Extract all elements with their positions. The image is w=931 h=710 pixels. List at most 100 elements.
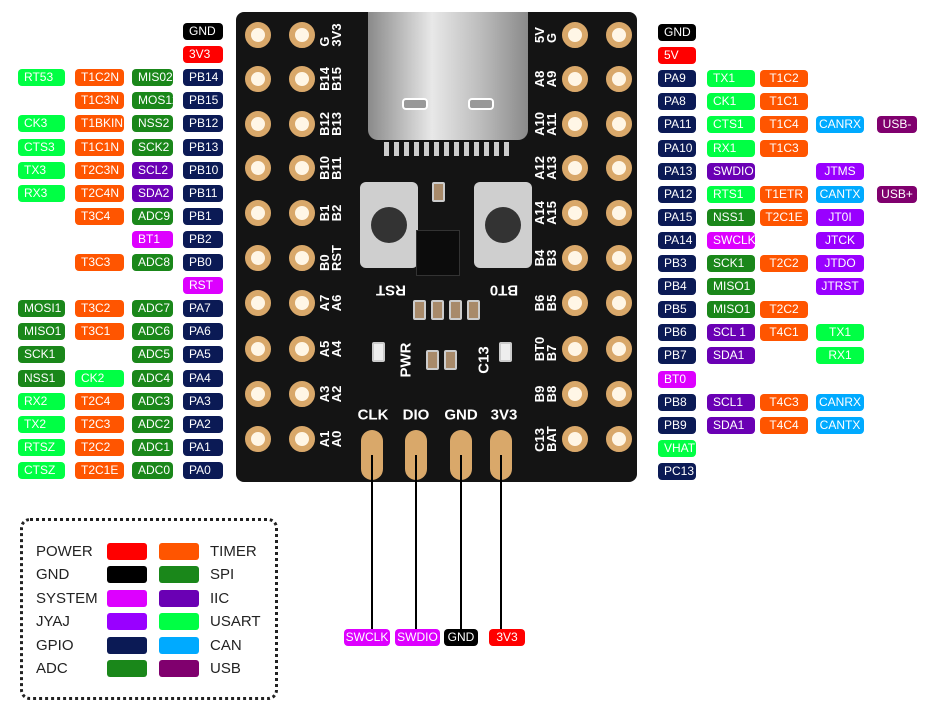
pin-hole: [245, 22, 271, 48]
c13-label: C13: [475, 346, 493, 374]
pin-hole: [606, 66, 632, 92]
pin-label-gpio: PA14: [658, 231, 696, 249]
rst-label: RST: [376, 281, 406, 299]
pin-label-timer: T3C1: [75, 323, 124, 341]
pin-label-spi: SCK2: [132, 138, 173, 156]
pin-label-timer: T2C3N: [75, 161, 124, 179]
reset-button: [360, 182, 418, 268]
pin-label-timer: T2C1E: [760, 208, 808, 226]
pin-label-timer: T1ETR: [760, 185, 808, 203]
pin-label-adc: ADC6: [132, 323, 173, 341]
pin-label-timer: T1C2: [760, 70, 808, 88]
3v3-wire: [500, 455, 502, 629]
pin-label-gpio: PA6: [183, 323, 223, 341]
pin-label-gpio: PA8: [658, 93, 696, 111]
pin-hole: [289, 155, 315, 181]
pin-label-usart: CTS3: [18, 138, 65, 156]
pin-label-gpio: PB13: [183, 138, 223, 156]
smd-component: [413, 300, 426, 320]
pin-hole: [289, 200, 315, 226]
pin-label-timer: T2C3: [75, 415, 124, 433]
pin-label-gpio: PB4: [658, 278, 696, 296]
pin-label-gpio: PB5: [658, 301, 696, 319]
pin-label-timer: T2C2: [75, 438, 124, 456]
pin-label-usart: CK1: [707, 93, 755, 111]
pin-label-iic: SWDIO: [707, 162, 755, 180]
pin-hole: [606, 22, 632, 48]
legend-label-usart: USART: [210, 613, 261, 631]
pin-hole: [606, 426, 632, 452]
pin-label-adc: ADC7: [132, 300, 173, 318]
pin-label-spi: NSS1: [18, 369, 65, 387]
pin-label-spi: SCK1: [18, 346, 65, 364]
regulator-chip: [416, 230, 460, 276]
gnd-wire: [460, 455, 462, 629]
usb-c-connector: [368, 12, 528, 140]
pin-label-gnd: GND: [444, 629, 478, 646]
pin-label-system: SWDIO: [395, 629, 440, 646]
legend-swatch-can: [159, 636, 199, 654]
pin-label-gpio: PB7: [658, 347, 696, 365]
legend-swatch-jyaj: [107, 613, 147, 631]
pin-label-spi: MOSI1: [18, 300, 65, 318]
pin-label-adc: ADC0: [132, 461, 173, 479]
pin-hole: [562, 66, 588, 92]
pin-label-adc: ADC1: [132, 438, 173, 456]
swclk-wire: [371, 455, 373, 629]
pin-hole: [606, 111, 632, 137]
dio-pad-label: DIO: [402, 406, 430, 424]
pin-label-gpio: PA11: [658, 116, 696, 134]
pin-label-usart: CTS1: [707, 116, 755, 134]
pin-hole: [606, 200, 632, 226]
pwr-led: [372, 342, 385, 362]
pin-label-timer: T2C2: [760, 255, 808, 272]
pin-label-adc: ADC3: [132, 392, 173, 410]
pin-label-iic: SDA2: [132, 184, 173, 202]
legend-label-gpio: GPIO: [36, 636, 74, 654]
usb-c-pins: [384, 142, 514, 156]
pin-hole: [245, 336, 271, 362]
pin-hole: [562, 336, 588, 362]
legend-label-timer: TIMER: [210, 543, 257, 560]
pin-label-spi: MISO1: [707, 278, 755, 296]
smd-component: [444, 350, 457, 370]
pin-label-adc: ADC2: [132, 415, 173, 433]
pin-hole: [562, 426, 588, 452]
pin-label-spi: MOS12: [132, 92, 173, 110]
pin-label-gpio: PA10: [658, 139, 696, 157]
swdio-wire: [415, 455, 417, 629]
legend-swatch-adc: [107, 660, 147, 677]
pin-label-gpio: PB6: [658, 324, 696, 342]
pin-label-gpio: PB1: [183, 207, 223, 225]
pin-label-gpio: PA1: [183, 438, 223, 456]
pin-label-gpio: PA2: [183, 415, 223, 433]
pin-label-system: RST: [183, 277, 223, 295]
pin-label-adc: ADC4: [132, 369, 173, 387]
pin-label-usart: RX1: [707, 139, 755, 157]
pin-label-gpio: PC13: [658, 462, 696, 480]
pin-label-gpio: PA0: [183, 461, 223, 479]
pin-hole: [562, 200, 588, 226]
pin-hole: [245, 66, 271, 92]
legend-swatch-iic: [159, 589, 199, 607]
pin-label-usart: TX1: [816, 324, 864, 342]
legend-swatch-timer: [159, 543, 199, 560]
pin-label-usart: RX1: [816, 347, 864, 365]
pin-label-gpio: PB3: [658, 255, 696, 272]
pin-label-iic: SCL1: [707, 393, 755, 411]
pin-label-gpio: PA4: [183, 369, 223, 387]
legend-label-power: POWER: [36, 543, 93, 560]
pin-label-usart: TX3: [18, 161, 65, 179]
pin-label-timer: T1C4: [760, 116, 808, 134]
pin-label-spi: NSS1: [707, 208, 755, 226]
legend-label-usb: USB: [210, 660, 241, 677]
smd-component: [467, 300, 480, 320]
